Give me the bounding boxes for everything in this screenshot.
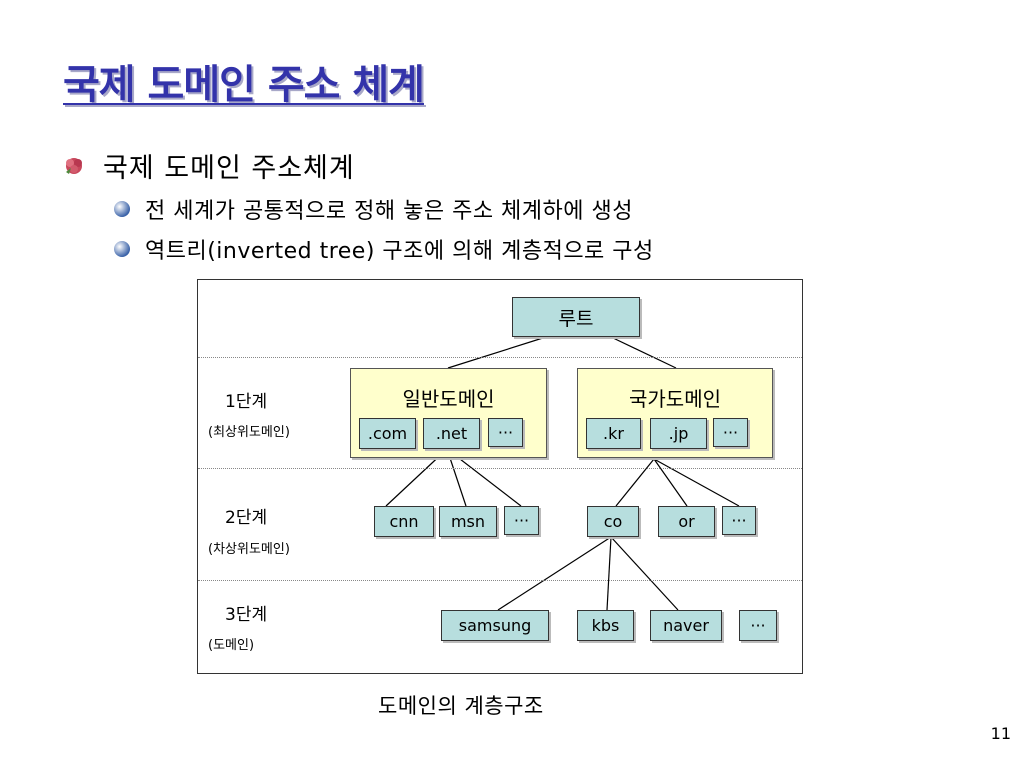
tld-node-net: .net <box>423 418 480 449</box>
ball-bullet-icon <box>114 241 130 257</box>
sld-node-or: or <box>658 506 715 537</box>
tld-node-more: ··· <box>488 418 523 447</box>
tld-node-jp: .jp <box>650 418 707 449</box>
level-separator <box>198 357 802 358</box>
page-number: 11 <box>990 724 1011 743</box>
domain-hierarchy-diagram: 1단계 (최상위도메인) 2단계 (차상위도메인) 3단계 (도메인) 루트 일… <box>197 279 803 674</box>
sld-node-cnn: cnn <box>374 506 434 537</box>
general-domain-title: 일반도메인 <box>402 387 495 411</box>
main-bullet: 국제 도메인 주소체계 <box>63 146 355 185</box>
sub-bullet: 전 세계가 공통적으로 정해 놓은 주소 체계하에 생성 <box>113 193 633 225</box>
sub-bullet-text: 전 세계가 공통적으로 정해 놓은 주소 체계하에 생성 <box>145 199 633 224</box>
level-2-sublabel: (차상위도메인) <box>208 542 290 557</box>
root-node: 루트 <box>512 297 640 337</box>
slide-title: 국제 도메인 주소 체계 <box>63 62 425 108</box>
sub-bullet-text: 역트리(inverted tree) 구조에 의해 계층적으로 구성 <box>145 239 654 264</box>
level-1-label: 1단계 <box>225 392 268 412</box>
tree-connector-lines <box>385 336 740 611</box>
main-bullet-text: 국제 도메인 주소체계 <box>103 153 355 184</box>
sld-node-more: ··· <box>504 506 539 535</box>
sld-node-msn: msn <box>439 506 497 537</box>
level-3-sublabel: (도메인) <box>208 638 255 653</box>
level-1-sublabel: (최상위도메인) <box>208 425 290 440</box>
ball-bullet-icon <box>114 201 130 217</box>
domain-node-kbs: kbs <box>577 610 634 641</box>
domain-node-naver: naver <box>650 610 722 641</box>
tld-node-kr: .kr <box>586 418 641 449</box>
level-separator <box>198 468 802 469</box>
sub-bullet: 역트리(inverted tree) 구조에 의해 계층적으로 구성 <box>113 233 654 265</box>
tld-node-com: .com <box>359 418 416 449</box>
level-3-label: 3단계 <box>225 605 268 625</box>
level-separator <box>198 580 802 581</box>
domain-node-samsung: samsung <box>441 610 549 641</box>
sld-node-more: ··· <box>722 506 756 535</box>
level-2-label: 2단계 <box>225 508 268 528</box>
country-domain-title: 국가도메인 <box>629 387 721 411</box>
tld-node-more: ··· <box>713 418 748 447</box>
domain-node-more: ··· <box>739 610 777 641</box>
flower-bullet-icon <box>66 157 82 174</box>
sld-node-co: co <box>587 506 639 537</box>
diagram-caption: 도메인의 계층구조 <box>378 694 544 718</box>
